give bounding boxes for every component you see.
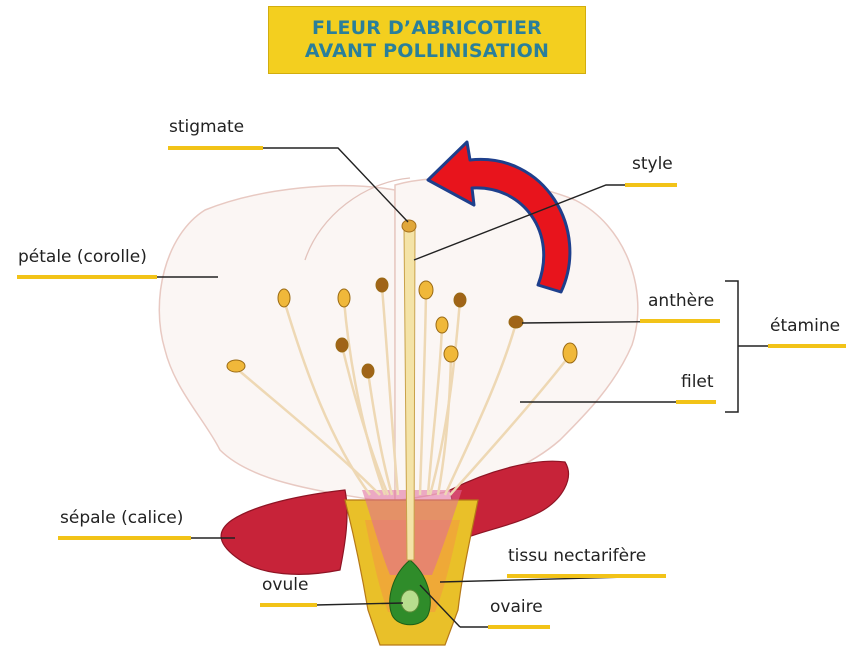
label-style: style: [632, 154, 673, 174]
anther: [278, 289, 290, 307]
label-petale: pétale (corolle): [18, 247, 147, 267]
ovule-shape: [401, 590, 419, 612]
underline-style: [625, 183, 677, 187]
anther: [509, 316, 523, 328]
stigmate-shape: [402, 220, 416, 232]
underline-filet: [676, 400, 716, 404]
underline-petale: [17, 275, 157, 279]
anther: [563, 343, 577, 363]
anther: [419, 281, 433, 299]
anther: [227, 360, 245, 372]
anther: [336, 338, 348, 352]
left-petal: [159, 186, 395, 500]
anther: [376, 278, 388, 292]
label-filet: filet: [681, 372, 714, 392]
underline-sepale: [58, 536, 191, 540]
anther: [454, 293, 466, 307]
label-tissu: tissu nectarifère: [508, 546, 646, 566]
anther: [444, 346, 458, 362]
label-stigmate: stigmate: [169, 117, 244, 137]
underline-anthere: [640, 319, 720, 323]
left-sepal: [221, 490, 347, 574]
underline-etamine: [768, 344, 846, 348]
underline-tissu: [507, 574, 666, 578]
underline-stigmate: [168, 146, 263, 150]
label-ovule: ovule: [262, 575, 308, 595]
anther: [436, 317, 448, 333]
anther: [362, 364, 374, 378]
label-etamine: étamine: [770, 316, 840, 336]
label-sepale: sépale (calice): [60, 508, 183, 528]
anther: [338, 289, 350, 307]
label-ovaire: ovaire: [490, 597, 543, 617]
etamine-bracket: [725, 281, 738, 412]
label-anthere: anthère: [648, 291, 714, 311]
underline-ovaire: [488, 625, 550, 629]
underline-ovule: [260, 603, 317, 607]
